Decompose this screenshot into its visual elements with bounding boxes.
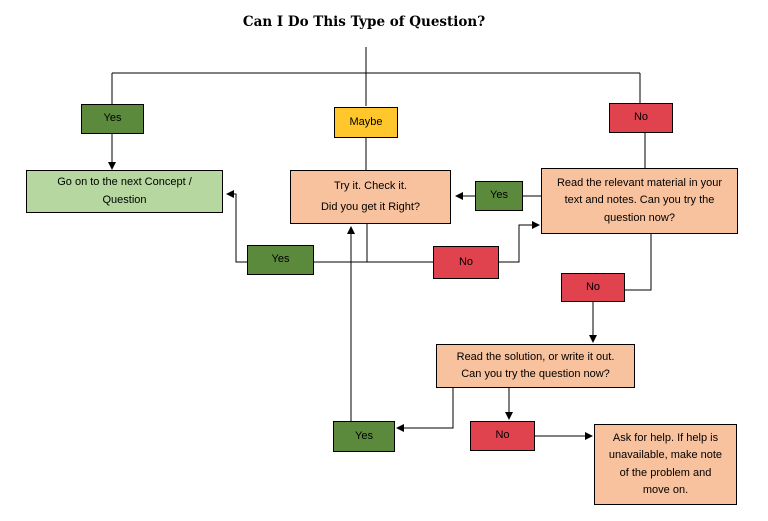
- no-mid-node: No: [433, 246, 499, 279]
- no-top-node: No: [609, 103, 673, 133]
- ask-help-line-2: unavailable, make note: [608, 449, 723, 462]
- try-it-node: Try it. Check it. Did you get it Right?: [290, 170, 451, 224]
- read-solution-line-2: Can you try the question now?: [461, 368, 610, 380]
- read-solution-line-1: Read the solution, or write it out.: [456, 350, 615, 363]
- yes-top-label: Yes: [103, 112, 122, 125]
- no-right-node: No: [561, 273, 625, 302]
- no-right-label: No: [585, 280, 601, 293]
- ask-help-node: Ask for help. If help is unavailable, ma…: [594, 424, 737, 505]
- read-solution-node: Read the solution, or write it out. Can …: [436, 344, 635, 388]
- next-concept-node: Go on to the next Concept / Question: [26, 170, 223, 213]
- arrow-solution-to-yes-bottom: [396, 388, 454, 432]
- yes-mid-node: Yes: [475, 181, 523, 211]
- read-material-line-1: Read the relevant material in your: [556, 177, 723, 190]
- connector-read-to-no-right: [625, 234, 652, 291]
- arrow-no-mid-to-read: [499, 221, 540, 263]
- ask-help-line-1: Ask for help. If help is: [612, 432, 719, 445]
- read-material-line-2: text and notes. Can you try the: [564, 194, 715, 207]
- yes-bottom-node: Yes: [333, 421, 395, 452]
- no-top-label: No: [633, 111, 649, 124]
- yes-left-node: Yes: [247, 245, 314, 275]
- next-concept-line-2: Question: [102, 193, 147, 206]
- try-it-line-1: Try it. Check it.: [334, 180, 407, 193]
- read-material-line-3: question now?: [604, 211, 675, 224]
- yes-mid-label: Yes: [490, 189, 508, 202]
- no-mid-label: No: [458, 255, 474, 268]
- ask-help-line-4: move on.: [642, 483, 689, 496]
- no-bottom-label: No: [495, 429, 510, 442]
- maybe-node: Maybe: [334, 107, 398, 138]
- yes-left-label: Yes: [271, 253, 290, 266]
- arrow-yes-left-to-next: [226, 190, 247, 263]
- ask-help-line-3: of the problem and: [619, 466, 712, 479]
- diagram-title: Can I Do This Type of Question?: [242, 14, 486, 30]
- try-it-line-2: Did you get it Right?: [320, 201, 421, 213]
- next-concept-line-1: Go on to the next Concept /: [57, 176, 192, 189]
- yes-top-node: Yes: [81, 104, 144, 134]
- yes-bottom-label: Yes: [355, 429, 373, 442]
- maybe-label: Maybe: [349, 115, 383, 128]
- no-bottom-node: No: [470, 421, 535, 451]
- read-material-node: Read the relevant material in your text …: [541, 168, 738, 234]
